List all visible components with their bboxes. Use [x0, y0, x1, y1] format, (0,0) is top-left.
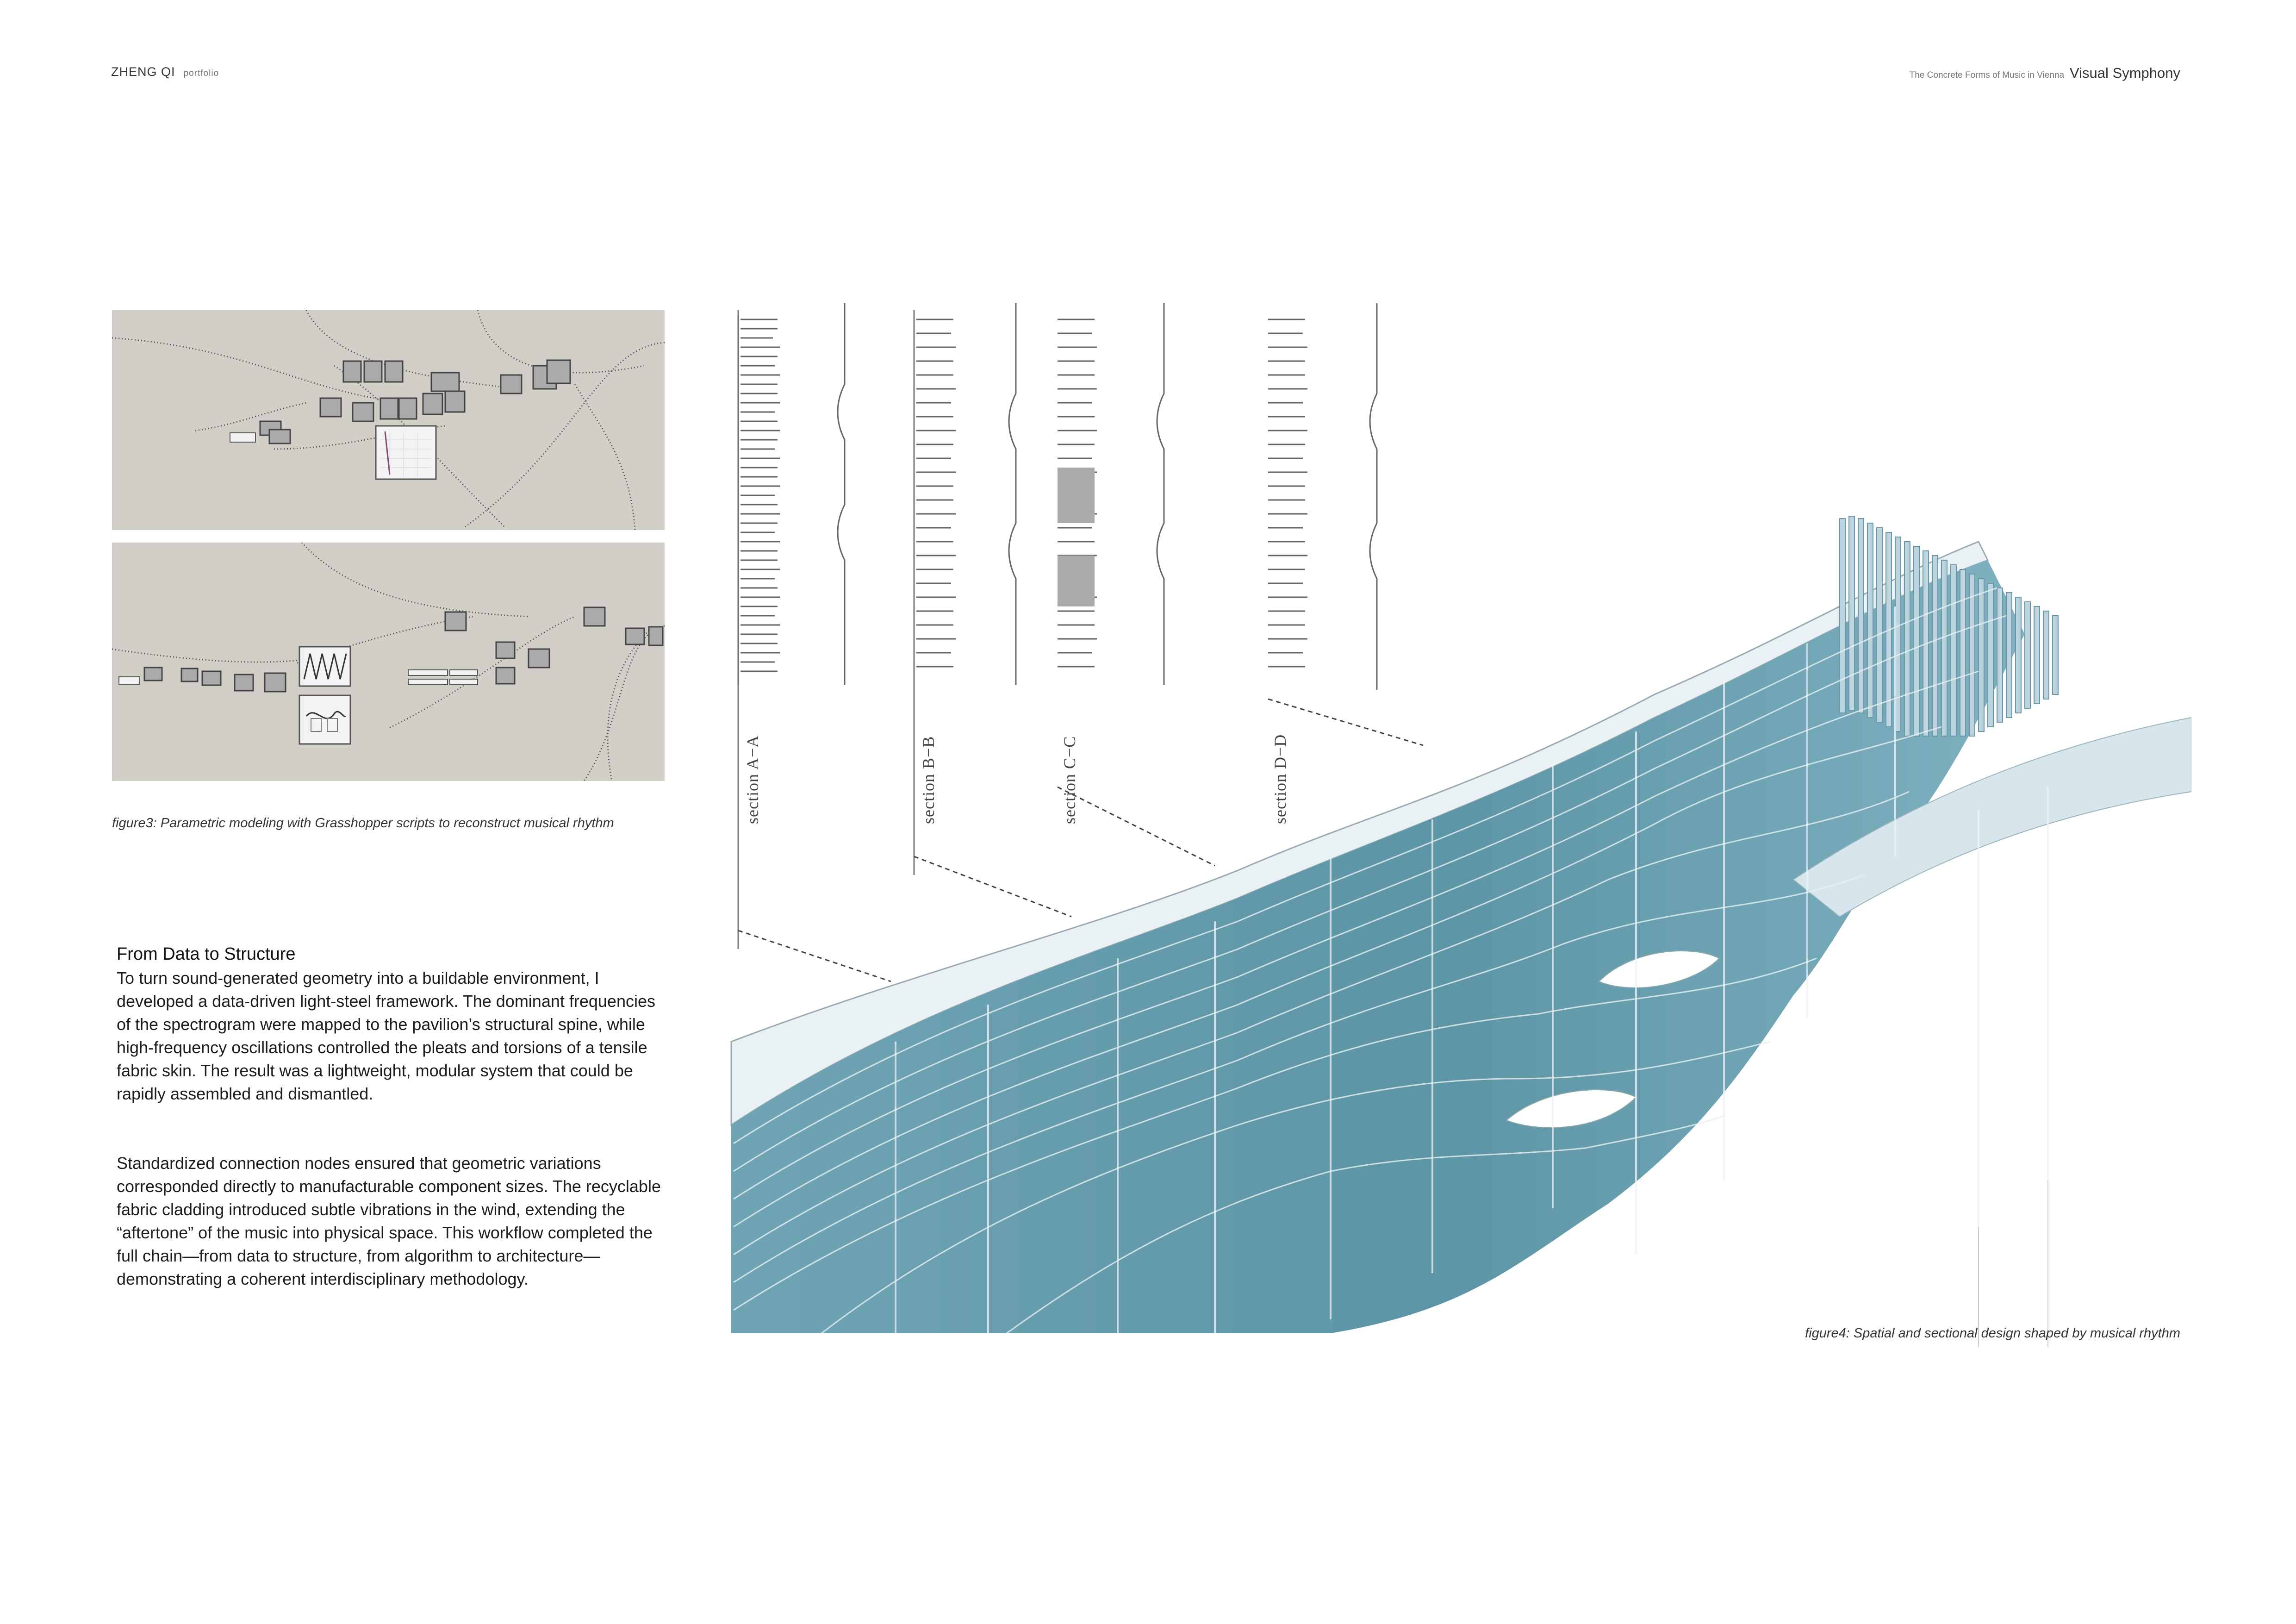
figure4-diagram: section A−A section B−B section C−C sect… [729, 301, 2192, 1349]
section-label-c: section C−C [1060, 736, 1079, 824]
section-leader-lines [738, 698, 1424, 982]
fabric-pleat-lines [733, 587, 2007, 1334]
section-heading: From Data to Structure [117, 944, 296, 964]
grasshopper-graph-2 [112, 543, 665, 781]
pavilion-drawing [730, 303, 2192, 1347]
author-subtitle: portfolio [183, 69, 219, 78]
pavilion-fins [1839, 516, 2059, 737]
pavilion-roof [730, 541, 1989, 1126]
grasshopper-canvas-2 [112, 543, 665, 781]
section-label-d: section D−D [1271, 734, 1289, 824]
figure3-caption: figure3: Parametric modeling with Grassh… [112, 816, 614, 831]
section-c-drawing [1058, 303, 1165, 685]
section-d-drawing [1268, 303, 1378, 690]
grasshopper-graph-1 [112, 310, 665, 530]
section-a-drawing [737, 303, 846, 949]
section-label-a: section A−A [743, 735, 762, 824]
figure4-caption: figure4: Spatial and sectional design sh… [1805, 1326, 2180, 1341]
header-author: ZHENG QI portfolio [111, 65, 219, 79]
section-label-b: section B−B [919, 736, 938, 824]
body-paragraph-1: To turn sound-generated geometry into a … [117, 968, 655, 1103]
project-title: Visual Symphony [2070, 65, 2180, 81]
header-project: The Concrete Forms of Music in Vienna Vis… [1910, 65, 2180, 81]
project-subtitle: The Concrete Forms of Music in Vienna [1909, 70, 2065, 80]
section-b-drawing [913, 303, 1017, 875]
grasshopper-canvas-1 [112, 310, 665, 530]
structural-columns [895, 606, 2049, 1333]
body-paragraph-2: Standardized connection nodes ensured th… [117, 1154, 661, 1288]
author-name: ZHENG QI [111, 65, 175, 79]
